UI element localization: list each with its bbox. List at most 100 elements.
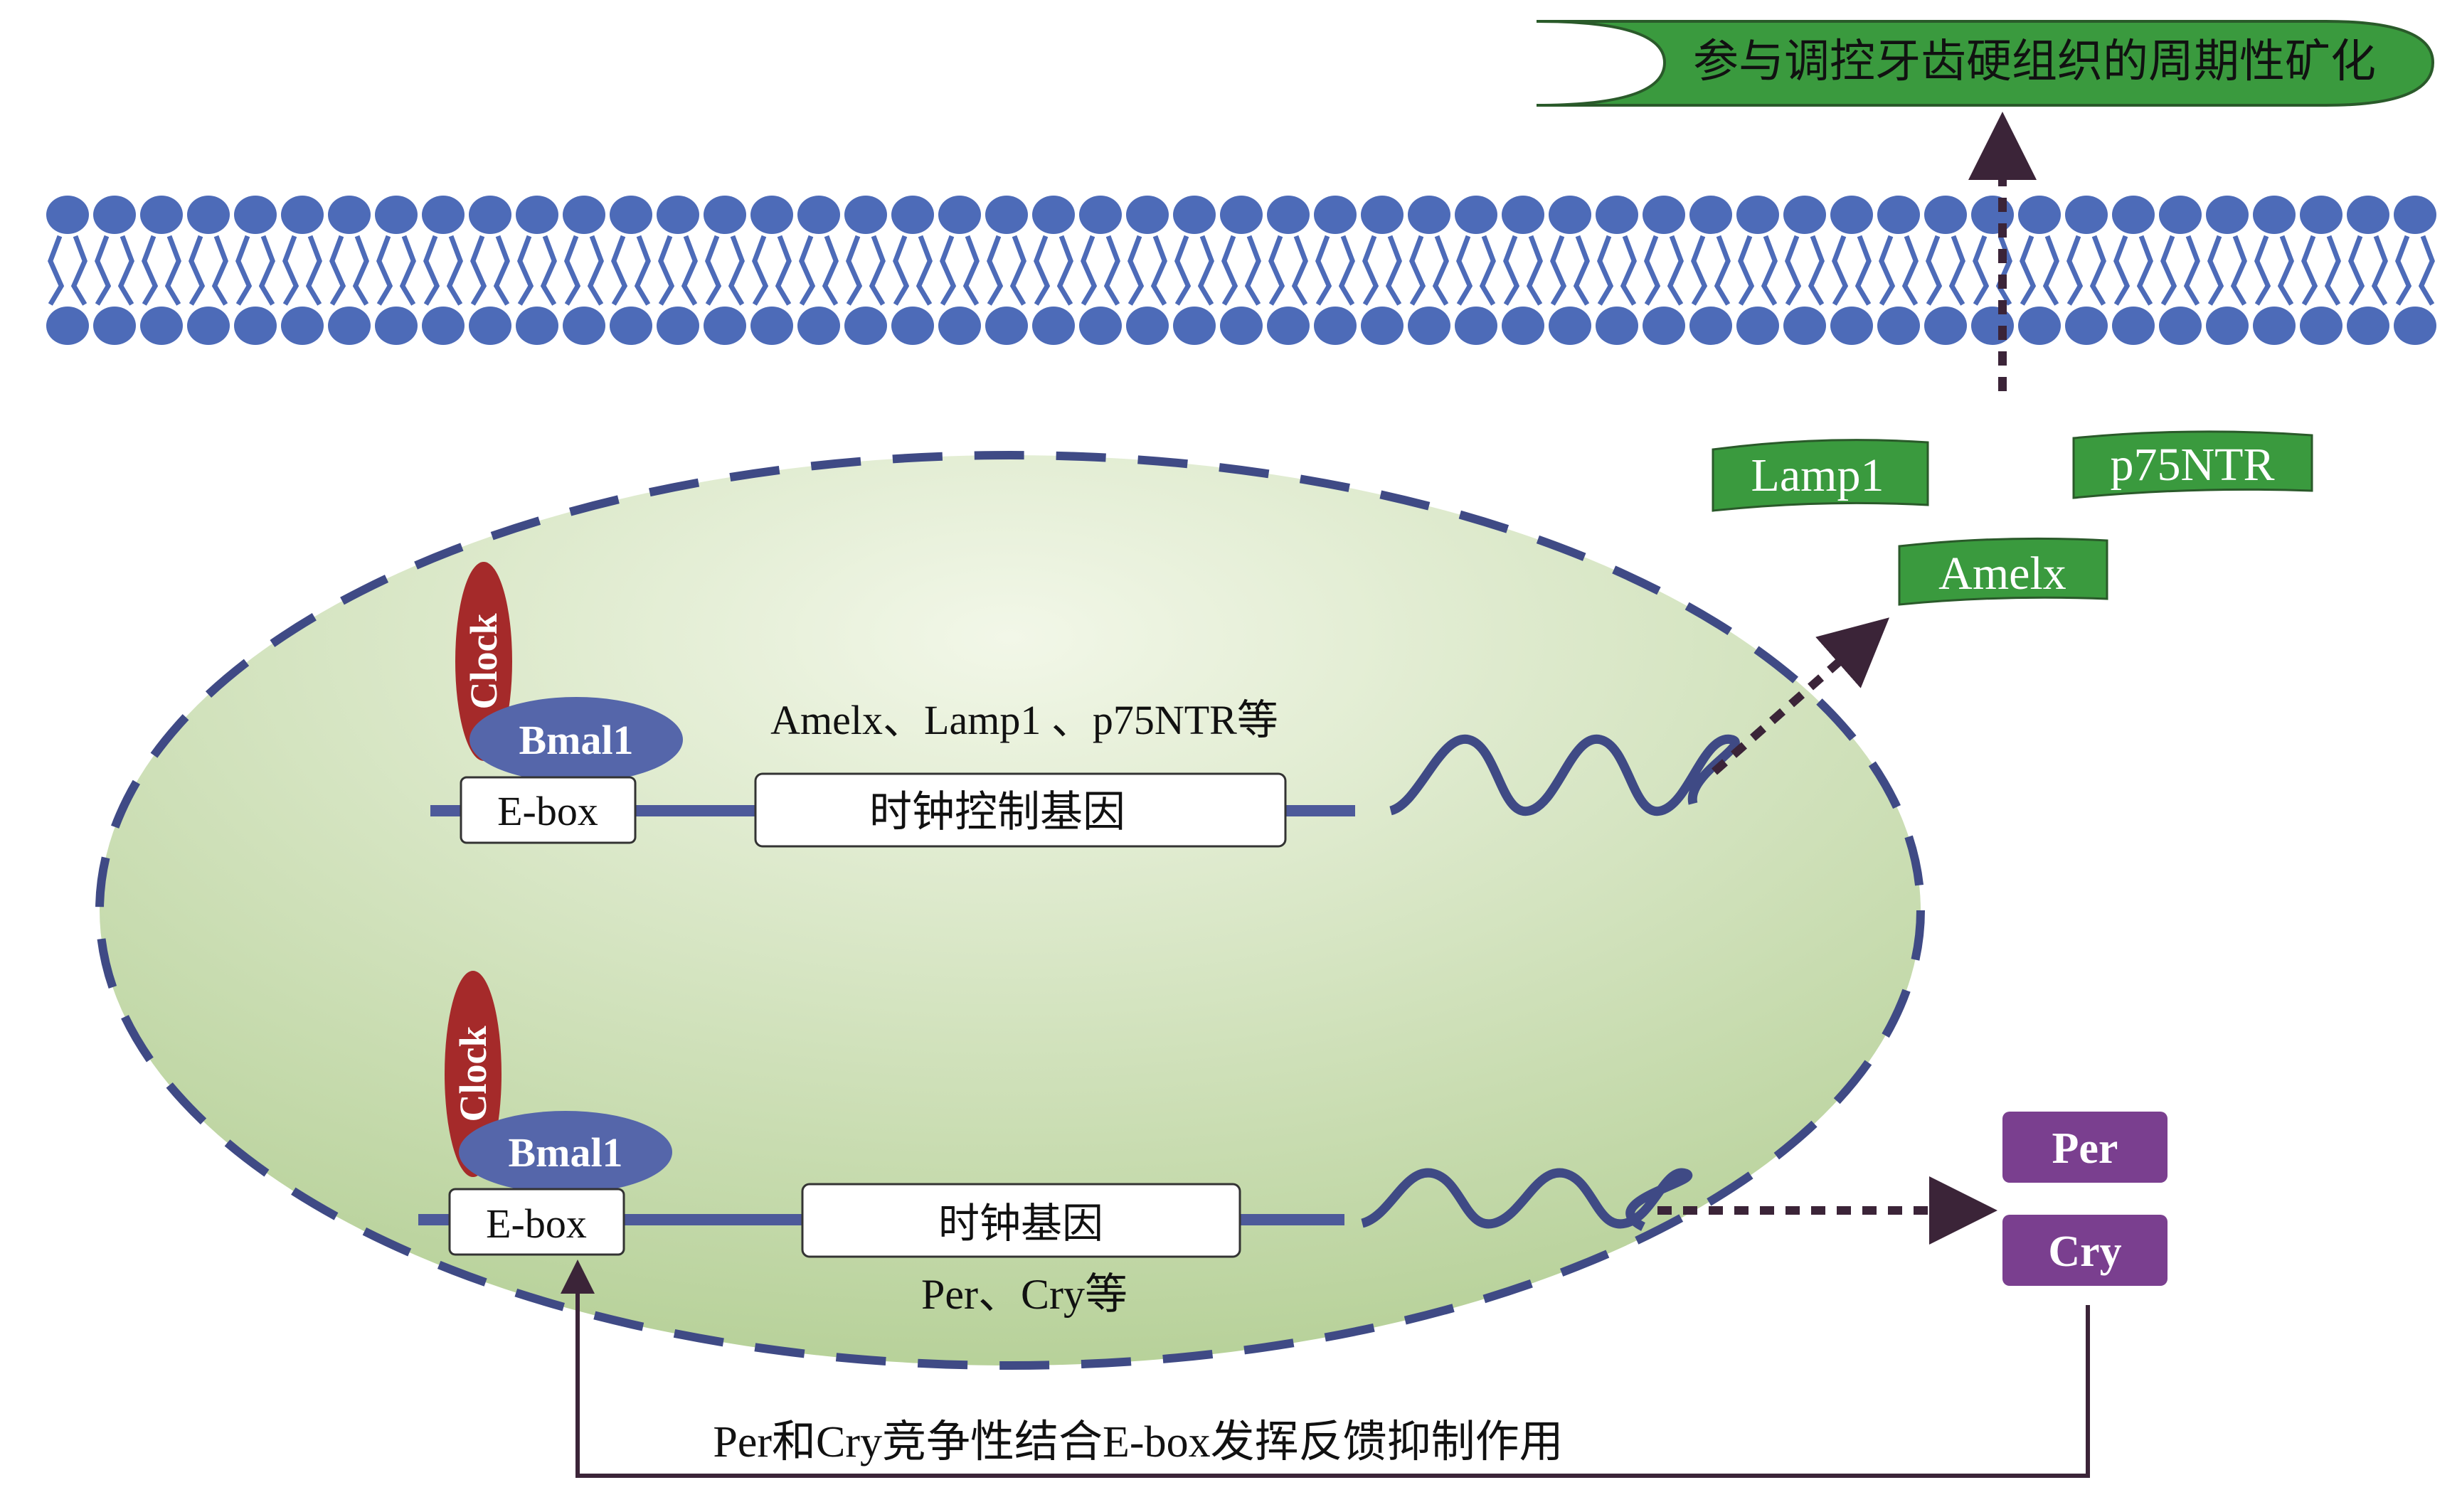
lipid-tail bbox=[634, 235, 651, 306]
lipid-head bbox=[1549, 196, 1591, 234]
lipid-tail bbox=[2254, 235, 2271, 306]
lipid-head bbox=[1877, 196, 1920, 234]
lipid-tail bbox=[1409, 235, 1426, 306]
lipid-head bbox=[328, 196, 371, 234]
lipid-tail bbox=[2230, 235, 2247, 306]
lipid-tail bbox=[1432, 235, 1449, 306]
clock-gene-box bbox=[801, 1183, 1241, 1258]
lipid-tail bbox=[1385, 235, 1402, 306]
lipid-head bbox=[1736, 307, 1779, 345]
lipid-head bbox=[375, 307, 418, 345]
lipid-tail bbox=[1573, 235, 1590, 306]
lipid-tail bbox=[1738, 235, 1755, 306]
lipid-head bbox=[985, 196, 1028, 234]
lipid-head bbox=[2112, 196, 2155, 234]
lipid-tail bbox=[1034, 235, 1051, 306]
lipid-head bbox=[610, 196, 652, 234]
lipid-tail bbox=[2042, 235, 2059, 306]
lipid-tail bbox=[2020, 235, 2037, 306]
lipid-tail bbox=[399, 235, 416, 306]
lipid-head bbox=[1455, 196, 1497, 234]
lipid-tail bbox=[658, 235, 675, 306]
lipid-tail bbox=[376, 235, 393, 306]
lipid-tail bbox=[2089, 235, 2106, 306]
lipid-head bbox=[657, 196, 699, 234]
lipid-head bbox=[2206, 196, 2249, 234]
lipid-tail bbox=[916, 235, 933, 306]
lipid-tail bbox=[1009, 235, 1026, 306]
protein-tag-cry: Cry bbox=[2002, 1215, 2167, 1286]
lipid-tail bbox=[611, 235, 628, 306]
lipid-tail bbox=[1103, 235, 1120, 306]
lipid-tail bbox=[822, 235, 839, 306]
lipid-head bbox=[938, 196, 981, 234]
lipid-tail bbox=[517, 235, 534, 306]
lipid-head bbox=[891, 196, 934, 234]
lipid-tail bbox=[2113, 235, 2131, 306]
lipid-tail bbox=[1832, 235, 1849, 306]
lipid-tail bbox=[1597, 235, 1614, 306]
lipid-tail bbox=[2066, 235, 2084, 306]
lipid-tail bbox=[1338, 235, 1355, 306]
lipid-head bbox=[704, 307, 746, 345]
lipid-head bbox=[1126, 196, 1169, 234]
lipid-head bbox=[1643, 307, 1685, 345]
lipid-head bbox=[422, 196, 465, 234]
lipid-head bbox=[2159, 196, 2202, 234]
lipid-head bbox=[1689, 307, 1732, 345]
lipid-head bbox=[750, 196, 793, 234]
lipid-head bbox=[1126, 307, 1169, 345]
protein-label: p75NTR bbox=[2111, 439, 2275, 491]
lipid-head bbox=[234, 196, 277, 234]
lipid-head bbox=[2065, 196, 2108, 234]
lipid-head bbox=[187, 196, 230, 234]
lipid-tail bbox=[962, 235, 980, 306]
lipid-tail bbox=[940, 235, 957, 306]
lipid-tail bbox=[1221, 235, 1238, 306]
lipid-tail bbox=[1973, 235, 1990, 306]
lipid-head bbox=[140, 307, 183, 345]
lipid-head bbox=[1643, 196, 1685, 234]
lipid-head bbox=[1079, 196, 1122, 234]
lipid-head bbox=[281, 307, 324, 345]
lipid-tail bbox=[1362, 235, 1379, 306]
lipid-tail bbox=[1268, 235, 1285, 306]
lipid-head bbox=[1220, 307, 1263, 345]
ebox bbox=[448, 1188, 625, 1256]
lipid-tail bbox=[2136, 235, 2153, 306]
lipid-head bbox=[1267, 196, 1310, 234]
lipid-tail bbox=[1808, 235, 1825, 306]
lipid-tail bbox=[2301, 235, 2318, 306]
lipid-tail bbox=[493, 235, 510, 306]
lipid-head bbox=[1877, 307, 1920, 345]
lipid-head bbox=[985, 307, 1028, 345]
lipid-tail bbox=[1479, 235, 1496, 306]
clock-controlled-gene-box bbox=[754, 772, 1287, 848]
lipid-head bbox=[1361, 307, 1404, 345]
lipid-head bbox=[375, 196, 418, 234]
lipid-tail bbox=[2395, 235, 2412, 306]
lipid-head bbox=[2347, 307, 2389, 345]
feedback-loop-arrow bbox=[561, 1260, 2090, 1478]
lipid-tail bbox=[1550, 235, 1567, 306]
gene-examples: Per、Cry等 bbox=[921, 1271, 1127, 1318]
lipid-head bbox=[1361, 196, 1404, 234]
bmal1-label: Bmal1 bbox=[508, 1129, 622, 1176]
lipid-head bbox=[938, 307, 981, 345]
protein-tag-p75ntr: p75NTR bbox=[2072, 430, 2313, 499]
lipid-head bbox=[1830, 307, 1873, 345]
lipid-tail bbox=[1761, 235, 1778, 306]
lipid-head bbox=[2018, 307, 2061, 345]
lipid-head bbox=[610, 307, 652, 345]
lipid-head bbox=[704, 196, 746, 234]
lipid-tail bbox=[117, 235, 134, 306]
lipid-head bbox=[1032, 307, 1075, 345]
bmal1-protein bbox=[459, 1111, 672, 1193]
lipid-head bbox=[1408, 196, 1450, 234]
lipid-head bbox=[2347, 196, 2389, 234]
lower-gene-row: Clock Bmal1 E-box 时钟基因 Per、Cry等 bbox=[418, 971, 1997, 1318]
lipid-head bbox=[469, 307, 511, 345]
lipid-tail bbox=[1926, 235, 1943, 306]
lipid-head bbox=[140, 196, 183, 234]
